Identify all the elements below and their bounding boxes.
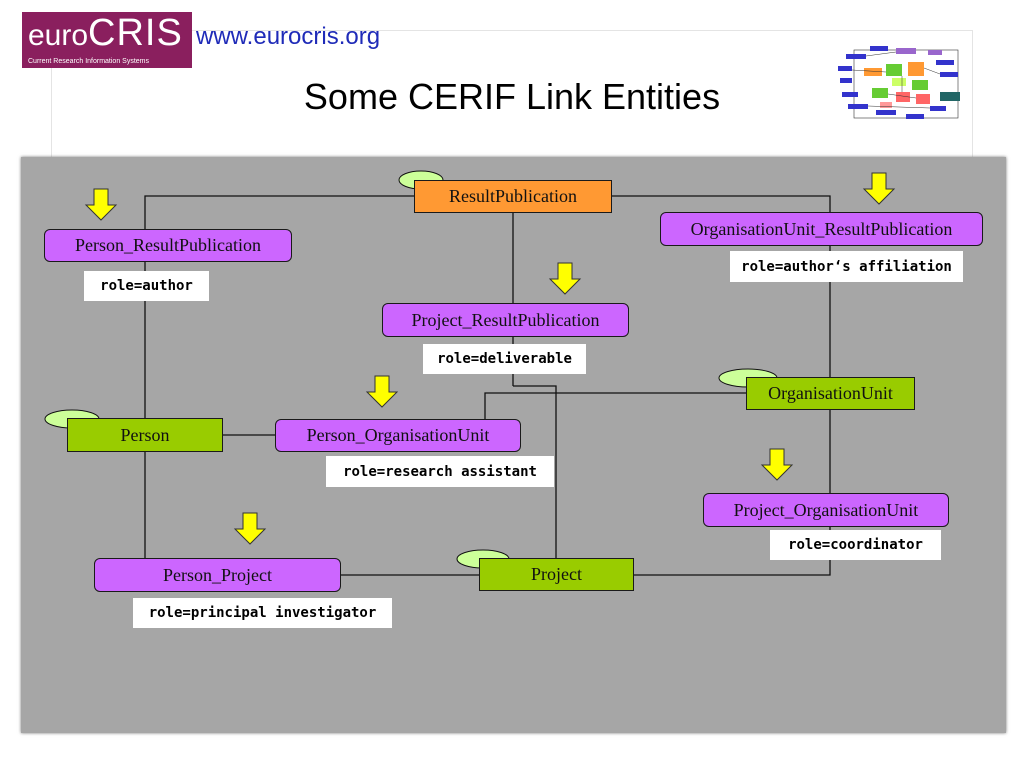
role-label-deliverable: role=deliverable <box>423 344 586 374</box>
line-resultpublication-person <box>144 195 414 418</box>
entity-result-publication[interactable]: ResultPublication <box>414 180 612 213</box>
role-label-author: role=author <box>84 271 209 301</box>
line-personorgunit-orgunit <box>484 392 746 419</box>
link-person-project[interactable]: Person_Project <box>94 558 341 592</box>
down-arrow-icon <box>233 512 267 545</box>
link-person-organisation-unit[interactable]: Person_OrganisationUnit <box>275 419 521 452</box>
line-resultpublication-orgunit <box>612 195 831 377</box>
down-arrow-icon <box>548 262 582 295</box>
site-url[interactable]: www.eurocris.org <box>196 23 381 50</box>
link-person-result-publication[interactable]: Person_ResultPublication <box>44 229 292 262</box>
role-label-principal-investigator: role=principal investigator <box>133 598 392 628</box>
role-label-authors-affiliation: role=author‘s affiliation <box>730 251 963 282</box>
eurocris-logo: euroCRIS Current Research Information Sy… <box>22 12 192 68</box>
header-card <box>51 30 973 158</box>
page-title: Some CERIF Link Entities <box>303 76 721 117</box>
logo-cris: CRIS <box>88 12 183 54</box>
line-project-orgunit-upper <box>513 385 557 558</box>
link-project-result-publication[interactable]: Project_ResultPublication <box>382 303 629 337</box>
entity-project[interactable]: Project <box>479 558 634 591</box>
role-label-coordinator: role=coordinator <box>770 530 941 560</box>
down-arrow-icon <box>365 375 399 408</box>
entity-person[interactable]: Person <box>67 418 223 452</box>
logo-subtitle: Current Research Information Systems <box>28 58 149 65</box>
role-label-research-assistant: role=research assistant <box>326 456 554 487</box>
down-arrow-icon <box>760 448 794 481</box>
link-orgunit-result-publication[interactable]: OrganisationUnit_ResultPublication <box>660 212 983 246</box>
logo-wordmark: euroCRIS <box>28 14 183 52</box>
entity-organisation-unit[interactable]: OrganisationUnit <box>746 377 915 410</box>
logo-euro: euro <box>28 19 89 52</box>
down-arrow-icon <box>862 172 896 205</box>
cerif-model-thumbnail <box>838 46 960 119</box>
link-project-organisation-unit[interactable]: Project_OrganisationUnit <box>703 493 949 527</box>
down-arrow-icon <box>84 188 118 221</box>
